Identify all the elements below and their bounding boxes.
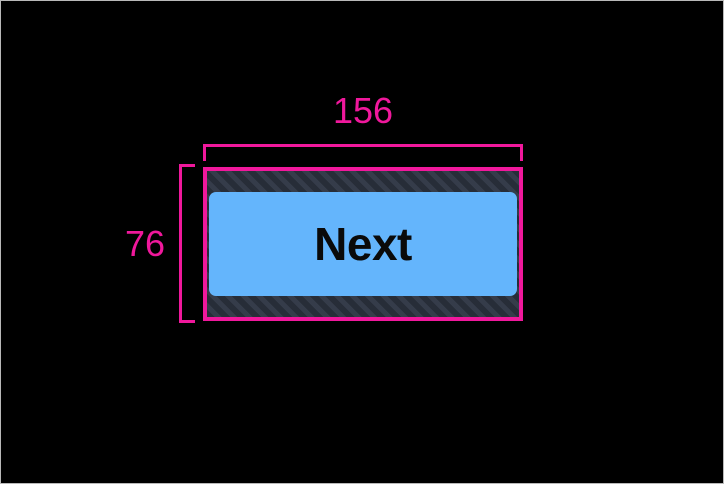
width-measurement-label: 156 xyxy=(332,90,394,131)
height-dimension-bracket xyxy=(179,164,195,323)
inspected-button[interactable]: Next xyxy=(203,167,523,321)
width-dimension-bracket xyxy=(203,144,523,161)
button-label: Next xyxy=(314,218,412,270)
button-surface[interactable]: Next xyxy=(209,192,517,296)
height-measurement-label: 76 xyxy=(124,223,165,264)
